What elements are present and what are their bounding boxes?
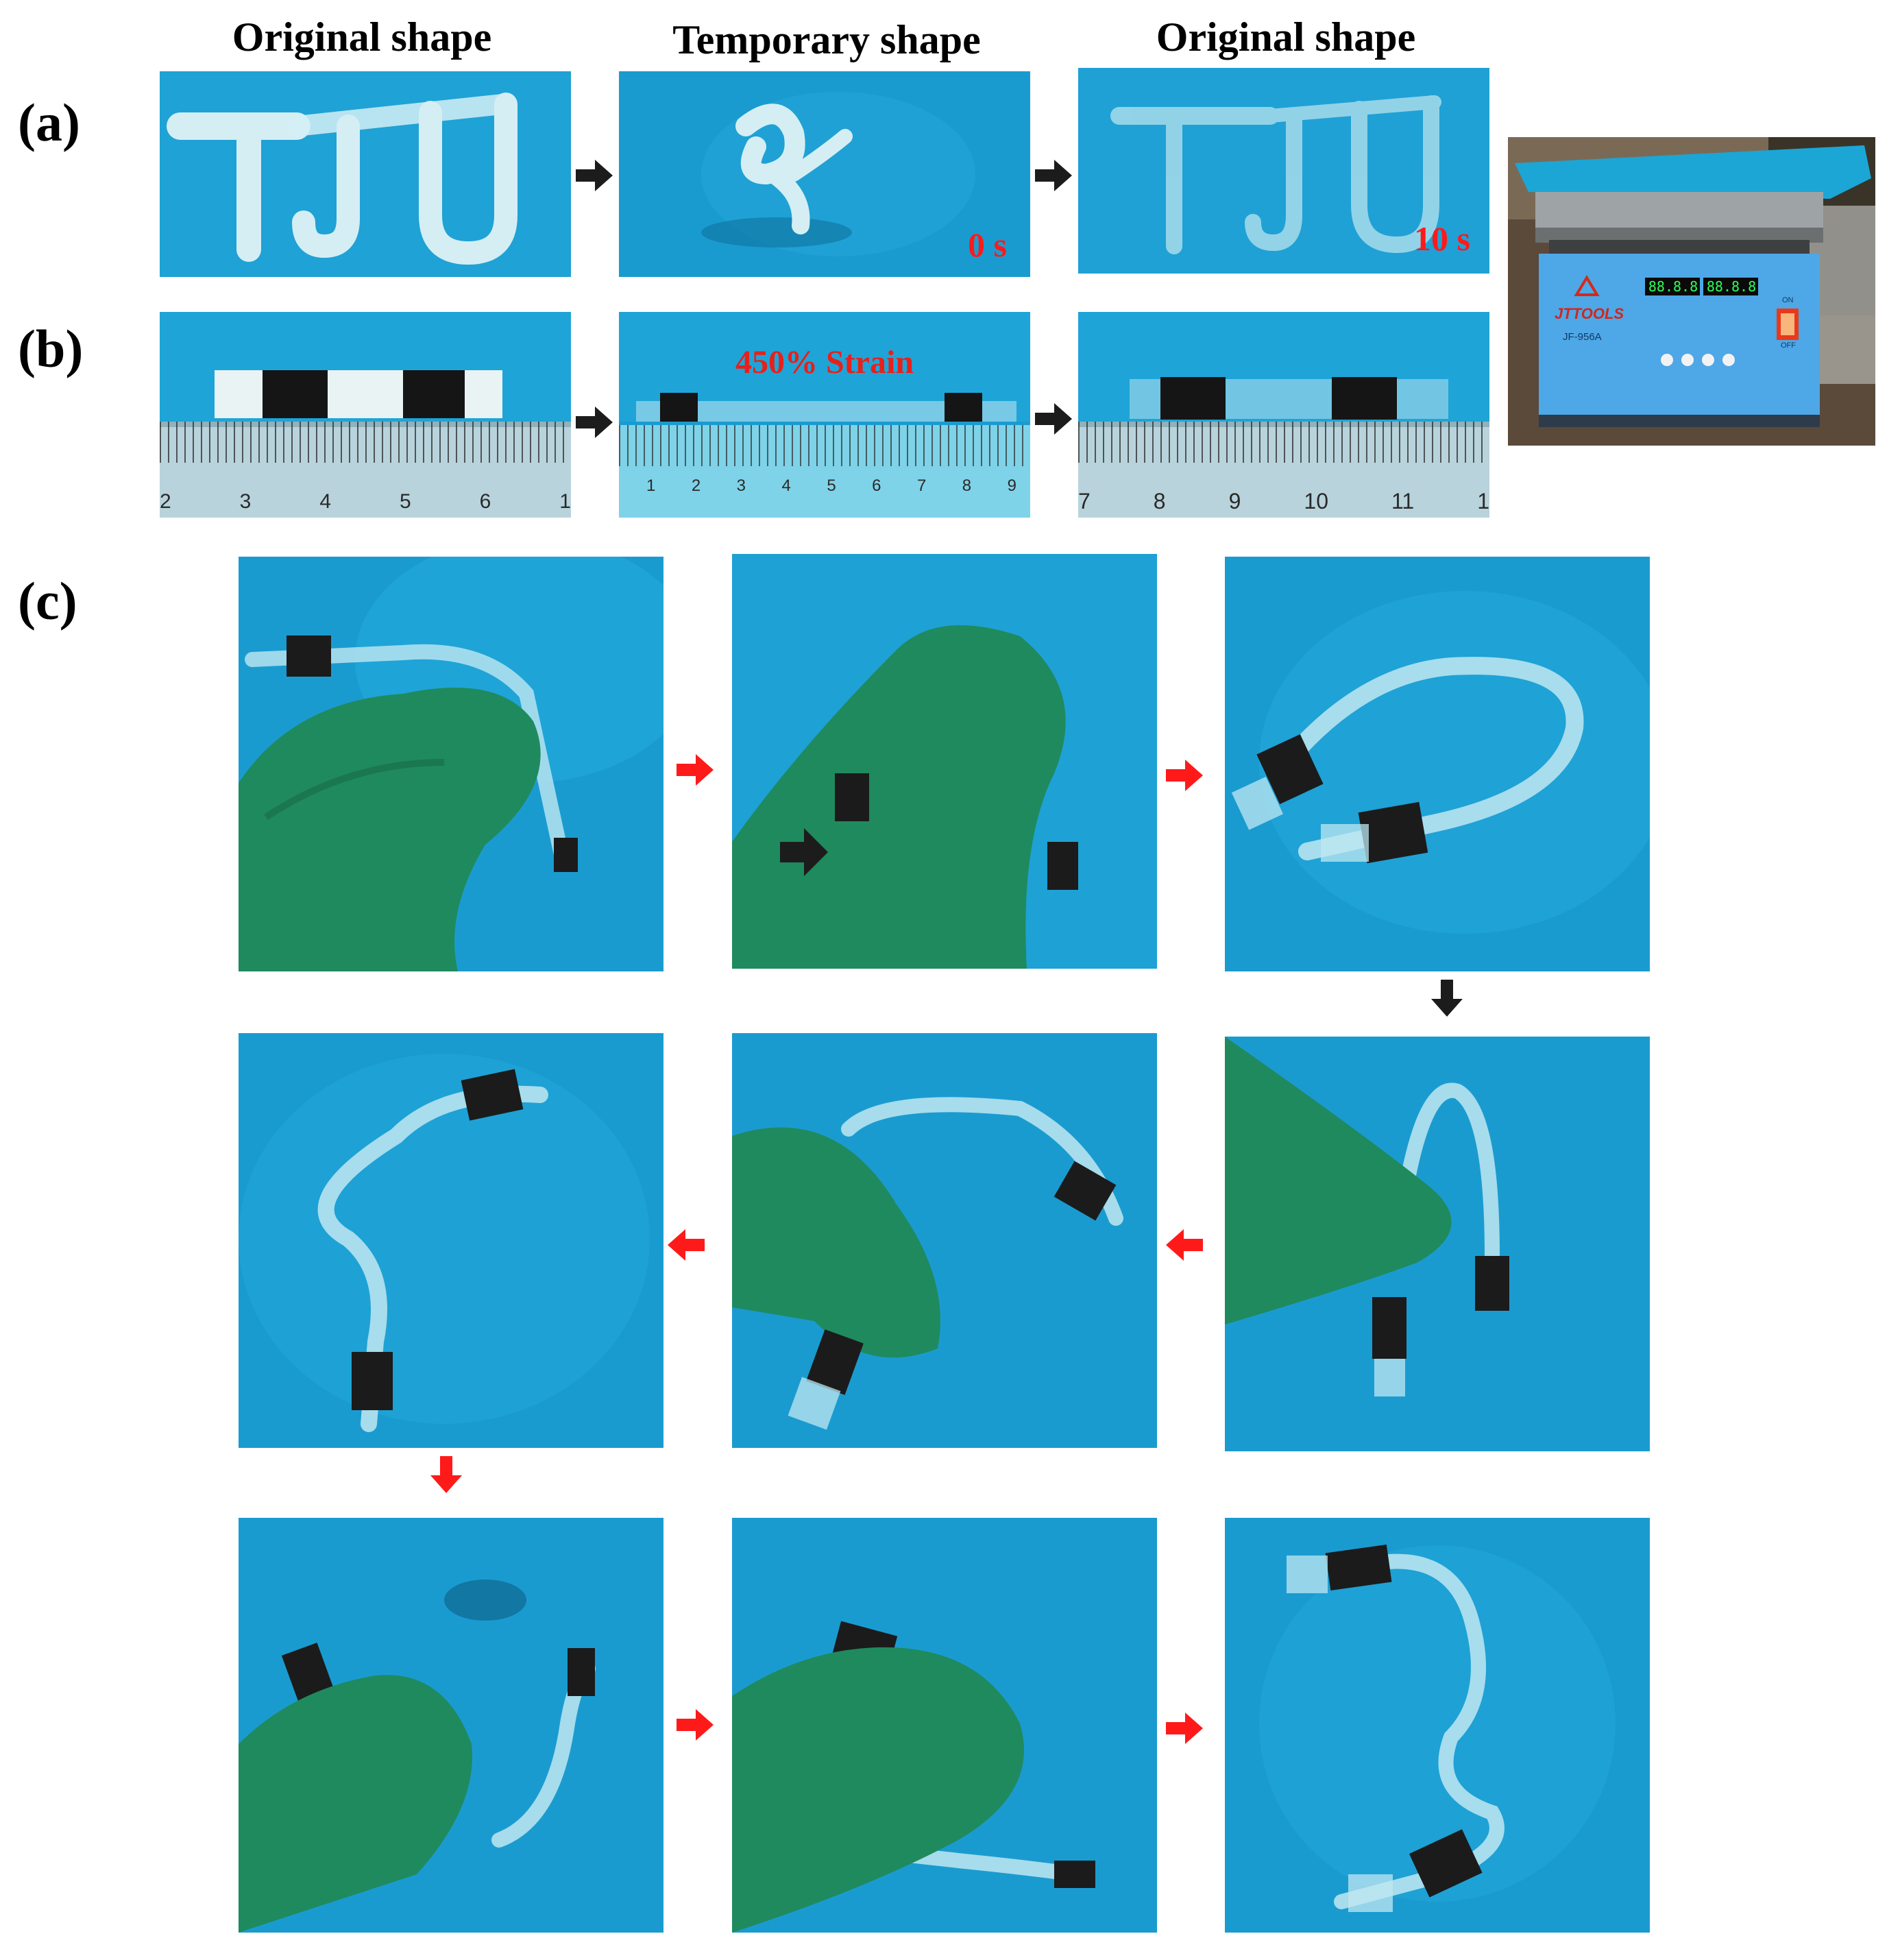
heading-original-shape: Original shape [232, 14, 492, 60]
device-brand: JTTOOLS [1555, 305, 1624, 322]
display-set-temperature: 88.8.8 [1706, 278, 1757, 295]
ruler-number: 4 [319, 490, 331, 513]
photo-strip-recovered: 7 8 9 10 11 1 [1078, 312, 1489, 518]
display-actual-temperature: 88.8.8 [1648, 278, 1698, 295]
ruler-number: 8 [1153, 489, 1166, 513]
switch-off-label: OFF [1781, 341, 1796, 350]
photo-hot-plate: 88.8.8 88.8.8 JTTOOLS JF-956A ON OFF [1508, 137, 1875, 446]
photo-tju-original [160, 71, 571, 277]
photo-step-1 [239, 557, 663, 971]
step-arrow-a1 [573, 154, 616, 197]
ruler-number: 6 [872, 476, 881, 495]
ruler-number: 6 [479, 490, 491, 513]
ruler-numbers-1: 2 3 4 5 6 1 [160, 490, 571, 513]
heading-original-shape-recovered: Original shape [1156, 14, 1416, 60]
photo-step-4 [1225, 1037, 1650, 1451]
photo-step-6 [239, 1033, 663, 1448]
device-model: JF-956A [1563, 331, 1602, 343]
ruler-number: 1 [559, 490, 571, 513]
photo-strip-stretched: 450% Strain 1 2 3 4 5 6 7 8 9 [619, 312, 1030, 518]
ruler-number: 9 [1007, 476, 1016, 495]
step-arrow-a2 [1032, 154, 1075, 197]
ruler-number: 7 [916, 476, 927, 495]
step-arrow-c2 [1163, 754, 1206, 797]
ruler-number: 1 [1477, 489, 1489, 513]
ruler-number: 4 [781, 476, 791, 495]
photo-tju-temporary: 0 s [619, 71, 1030, 277]
ruler-number: 3 [736, 476, 746, 495]
step-arrow-b1 [573, 401, 616, 444]
step-arrow-c4 [1163, 1224, 1206, 1266]
time-label-start: 0 s [968, 226, 1007, 264]
photo-step-8 [732, 1518, 1157, 1933]
time-label-end: 10 s [1414, 219, 1470, 258]
step-arrow-c6 [425, 1453, 467, 1496]
ruler-ticks-3 [1078, 422, 1489, 463]
ruler-number: 5 [827, 476, 836, 495]
step-arrow-c5 [665, 1224, 707, 1266]
photo-step-7 [239, 1518, 663, 1933]
step-arrow-c1 [674, 749, 716, 791]
photo-strip-original: 2 3 4 5 6 1 [160, 312, 571, 518]
ruler-numbers-2: 1 2 3 4 5 6 7 8 9 [646, 476, 1016, 496]
photo-step-9 [1225, 1518, 1650, 1933]
ruler-numbers-3: 7 8 9 10 11 1 [1078, 489, 1489, 514]
photo-step-5 [732, 1033, 1157, 1448]
step-arrow-c7 [674, 1704, 716, 1746]
photo-tju-recovered: 10 s [1078, 68, 1489, 274]
ruler-ticks-1 [160, 422, 571, 463]
step-arrow-b2 [1032, 398, 1075, 440]
ruler-number: 11 [1391, 489, 1415, 513]
ruler-number: 5 [399, 490, 411, 513]
heading-temporary-shape: Temporary shape [672, 17, 981, 62]
step-arrow-c3 [1426, 977, 1468, 1019]
panel-label-c: (c) [18, 571, 77, 631]
ruler-number: 2 [691, 476, 701, 495]
photo-step-2 [732, 554, 1157, 969]
strain-label: 450% Strain [735, 344, 914, 380]
switch-on-label: ON [1782, 296, 1794, 304]
ruler-number: 2 [160, 490, 171, 513]
ruler-number: 7 [1078, 489, 1091, 513]
panel-label-b: (b) [18, 319, 84, 378]
panel-label-a: (a) [18, 93, 80, 152]
step-arrow-c8 [1163, 1707, 1206, 1750]
ruler-number: 8 [962, 476, 972, 495]
ruler-number: 3 [239, 490, 252, 513]
photo-step-3 [1225, 557, 1650, 971]
ruler-number: 9 [1228, 489, 1241, 513]
ruler-number: 1 [646, 476, 656, 495]
ruler-number: 10 [1304, 489, 1328, 513]
ruler-ticks-2 [619, 425, 1030, 466]
